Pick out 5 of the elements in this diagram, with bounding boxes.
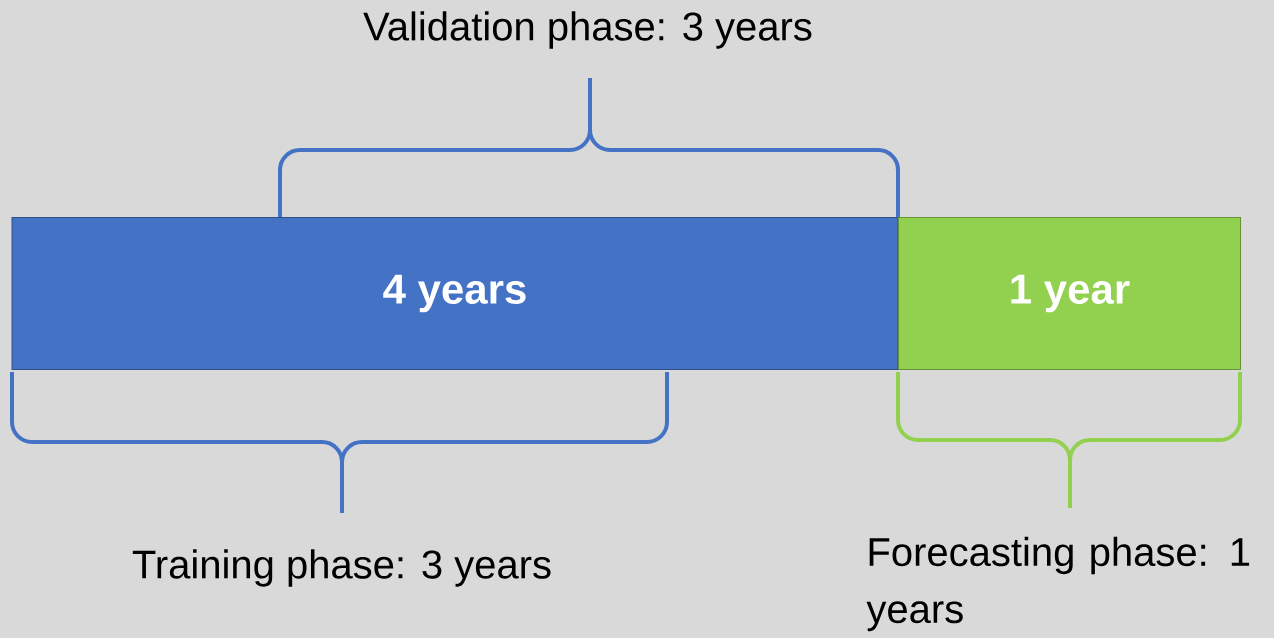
timeline-bar: 4 years — [11, 217, 899, 370]
phase-label: Forecasting phase: 1 years — [866, 536, 1250, 632]
timeline-bar: 1 year — [898, 217, 1241, 370]
phase-label: Validation phase: 3 years — [363, 11, 812, 49]
phase-label: Training phase: 3 years — [132, 549, 551, 587]
